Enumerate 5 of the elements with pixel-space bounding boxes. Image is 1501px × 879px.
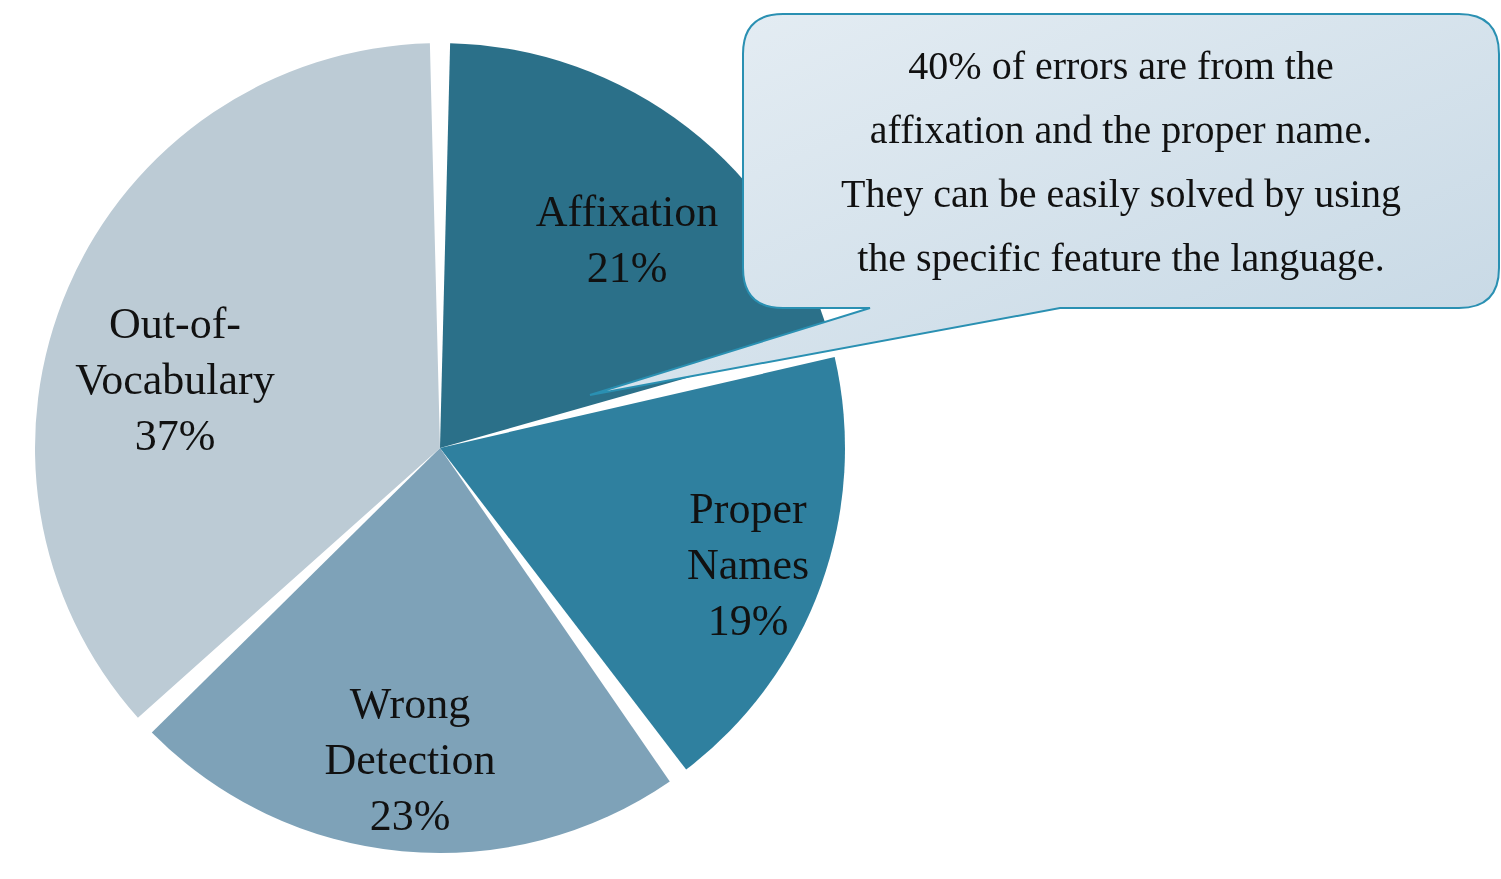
slice-label: Affixation 21% bbox=[534, 186, 720, 294]
callout-text: 40% of errors are from the affixation and the proper name. They can be easily solved by using the specific feature the language. bbox=[840, 42, 1402, 282]
slice-label: Out-of-Vocabulary 37% bbox=[74, 298, 276, 462]
slice-label: Proper Names 19% bbox=[685, 483, 811, 647]
slice-label: Wrong Detection 23% bbox=[323, 678, 497, 842]
